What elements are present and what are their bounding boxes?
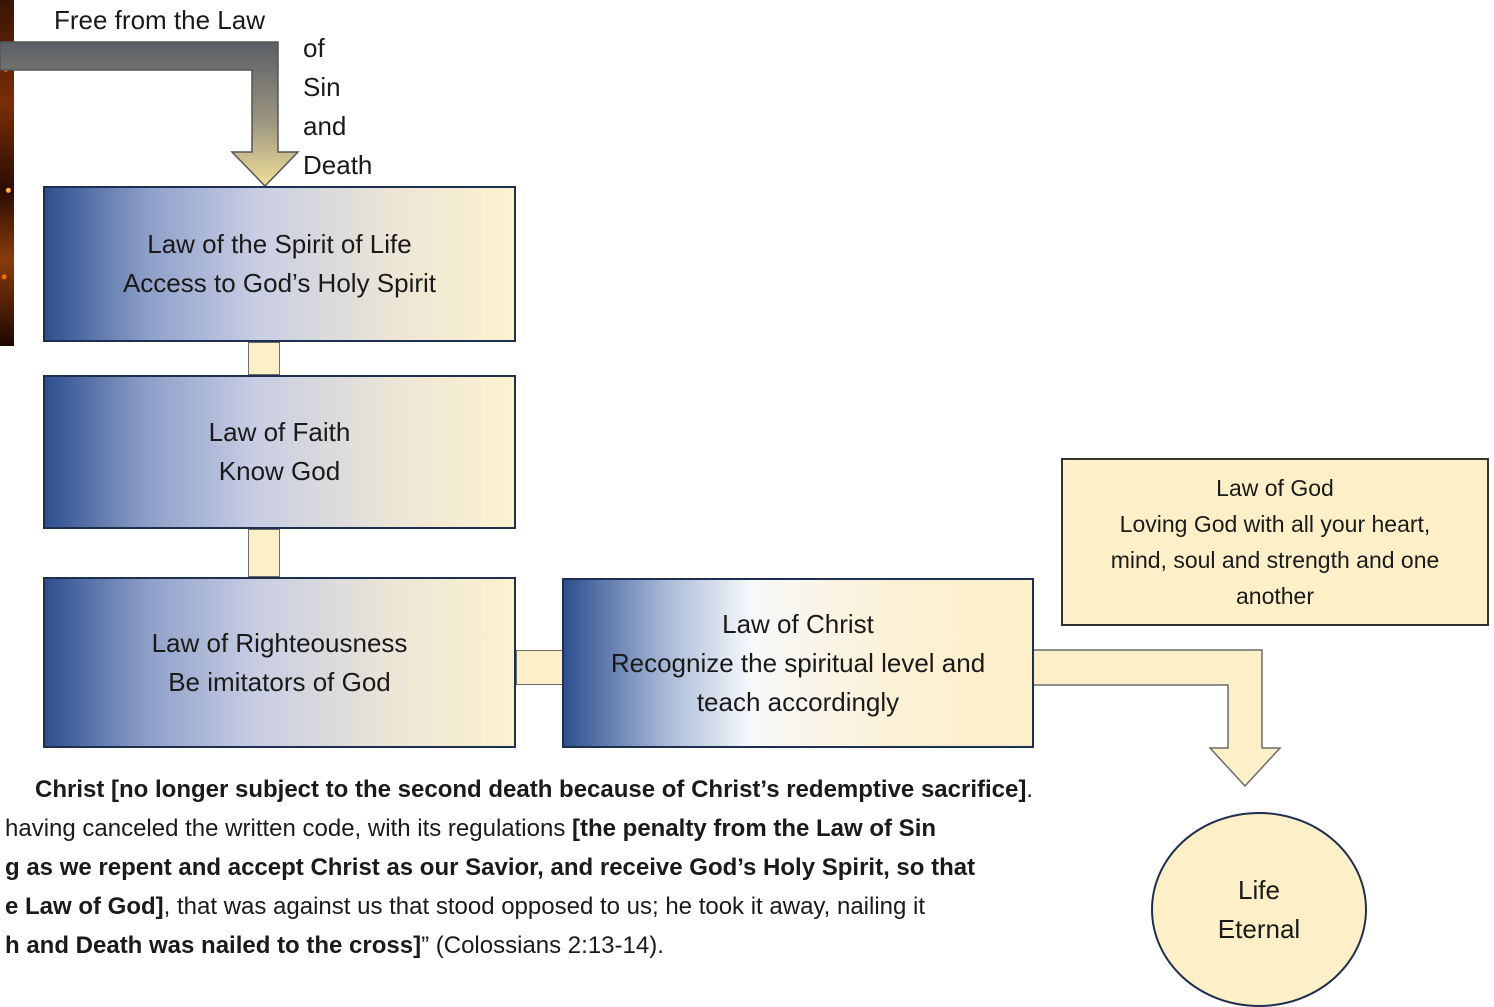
box-law-of-god: Law of God Loving God with all your hear… <box>1061 458 1489 626</box>
free-arrow <box>0 41 300 188</box>
god-title: Law of God <box>1216 475 1334 501</box>
god-line-2: mind, soul and strength and one <box>1110 547 1440 573</box>
box-law-of-christ: Law of Christ Recognize the spiritual le… <box>562 578 1034 748</box>
label-death: Death <box>303 150 373 180</box>
spirit-subtitle: Access to God’s Holy Spirit <box>122 268 437 298</box>
label-of: of <box>303 33 325 63</box>
label-and: and <box>303 111 347 141</box>
quote-line-4: e Law of God], that was against us that … <box>5 893 926 920</box>
box-law-of-faith: Law of Faith Know God <box>43 375 516 529</box>
box-law-of-righteousness: Law of Righteousness Be imitators of God <box>43 577 516 748</box>
god-line-3: another <box>1235 583 1314 609</box>
righteousness-subtitle: Be imitators of God <box>168 666 391 697</box>
spirit-title: Law of the Spirit of Life <box>147 229 412 259</box>
free-from-law-label: Free from the Law <box>54 5 265 35</box>
faith-subtitle: Know God <box>218 456 341 486</box>
connector-spirit-faith <box>248 342 280 375</box>
connector-righteousness-christ <box>516 650 563 685</box>
eternal-label: Eternal <box>1217 913 1301 944</box>
label-sin: Sin <box>303 72 341 102</box>
christ-subtitle-2: teach accordingly <box>696 686 900 717</box>
quote-line-3: g as we repent and accept Christ as our … <box>5 854 976 881</box>
quote-line-2: having canceled the written code, with i… <box>5 815 937 842</box>
christ-title: Law of Christ <box>722 608 874 639</box>
quote-line-5: h and Death was nailed to the cross]” (C… <box>5 932 664 959</box>
righteousness-title: Law of Righteousness <box>151 627 408 658</box>
faith-title: Law of Faith <box>208 417 351 447</box>
quote-line-1: Christ [no longer subject to the second … <box>35 776 1034 803</box>
connector-faith-righteousness <box>248 529 280 577</box>
box-law-of-spirit: Law of the Spirit of Life Access to God’… <box>43 186 516 342</box>
life-eternal-circle: Life Eternal <box>1151 812 1367 1007</box>
life-label: Life <box>1238 874 1280 905</box>
christ-subtitle-1: Recognize the spiritual level and <box>610 647 986 678</box>
scripture-quote: Christ [no longer subject to the second … <box>0 770 1150 965</box>
god-line-1: Loving God with all your heart, <box>1119 511 1431 537</box>
fire-image <box>0 0 14 346</box>
life-arrow-outline <box>1034 649 1282 788</box>
